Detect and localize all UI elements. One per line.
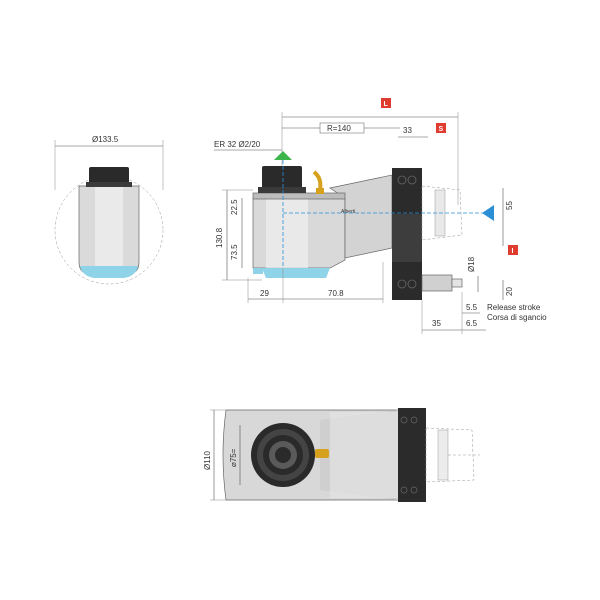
- release-stroke-en: Release stroke: [487, 303, 541, 312]
- dim-d133: Ø133.5: [92, 135, 119, 144]
- release-pin: [421, 274, 453, 292]
- side-view: Ø133.5: [54, 135, 164, 285]
- dim-d33: 33: [403, 126, 412, 135]
- release-stroke-it: Corsa di sgancio: [487, 313, 547, 322]
- dim-d20: 20: [505, 287, 514, 296]
- outline-circle: [54, 175, 164, 285]
- dim-d22: 22.5: [230, 199, 239, 215]
- dim-d5_5: 5.5: [466, 303, 478, 312]
- svg-text:S: S: [439, 126, 444, 133]
- badge-i: [508, 245, 518, 255]
- main-collet-nut: [262, 166, 302, 193]
- top-view: Ø110 ⌀75=: [203, 408, 480, 502]
- dim-d70: 70.8: [328, 289, 344, 298]
- flange-middle: [392, 214, 422, 262]
- top-flange: [398, 408, 426, 502]
- dim-r140: R=140: [327, 124, 351, 133]
- dim-d75: ⌀75=: [229, 448, 238, 467]
- side-coolant-base: [80, 266, 138, 278]
- dim-d35: 35: [432, 319, 441, 328]
- dim-d130: 130.8: [215, 227, 224, 248]
- badge-s: [436, 123, 446, 133]
- coolant-pipe: [312, 170, 323, 191]
- arrow-green: [274, 151, 292, 160]
- dim-d6_5: 6.5: [466, 319, 478, 328]
- top-nozzle: [315, 449, 329, 458]
- dim-d73: 73.5: [230, 244, 239, 260]
- front-view: L R=140 33 S ER 32 Ø2/20 Alberti: [214, 98, 547, 334]
- flange-upper: [392, 168, 422, 214]
- dim-d55: 55: [505, 201, 514, 210]
- dim-d110: Ø110: [203, 450, 212, 470]
- top-shank-outline: [425, 427, 475, 483]
- dim-er32: ER 32 Ø2/20: [214, 140, 261, 149]
- badge-l: [381, 98, 391, 108]
- dim-d18: Ø18: [467, 256, 476, 272]
- svg-text:I: I: [512, 248, 514, 255]
- arrow-blue: [482, 205, 494, 221]
- shank-outline: [421, 185, 463, 241]
- main-coolant-base: [262, 268, 330, 278]
- dim-d29: 29: [260, 289, 269, 298]
- svg-text:L: L: [384, 101, 389, 108]
- brand-label: Alberti: [341, 209, 355, 215]
- flange-lower: [392, 262, 422, 300]
- side-collet-nut: [89, 167, 129, 186]
